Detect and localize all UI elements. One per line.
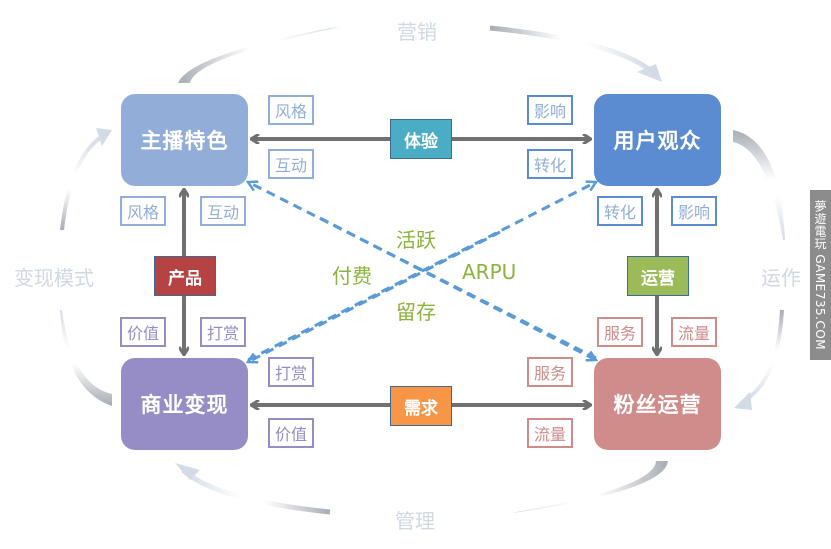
hub-demand[interactable]: 需求 bbox=[390, 386, 452, 426]
hub-product[interactable]: 产品 bbox=[154, 256, 216, 296]
tag-service: 服务 bbox=[527, 357, 573, 387]
tag-influence: 影响 bbox=[671, 196, 717, 226]
tag-tipping: 打赏 bbox=[268, 357, 314, 387]
center-label-paying: 付费 bbox=[332, 264, 372, 288]
node-user-audience[interactable]: 用户观众 bbox=[594, 94, 721, 186]
tag-conversion: 转化 bbox=[527, 149, 573, 179]
node-business-monetization[interactable]: 商业变现 bbox=[121, 358, 248, 450]
watermark: 夢遊電玩 GAME735.COM bbox=[810, 190, 831, 360]
dashed-arrow-audience-to-business bbox=[248, 230, 501, 362]
cycle-arrow-bottom bbox=[175, 461, 668, 515]
tag-service: 服务 bbox=[597, 317, 643, 347]
center-label-arpu: ARPU bbox=[462, 260, 517, 284]
tag-value: 价值 bbox=[120, 317, 166, 347]
cycle-arrow-left bbox=[60, 128, 112, 406]
dashed-arrow-anchor-to-fans bbox=[319, 216, 596, 360]
node-fan-operation-label: 粉丝运营 bbox=[613, 393, 702, 417]
node-fan-operation[interactable]: 粉丝运营 bbox=[594, 358, 721, 450]
cycle-label-marketing: 营销 bbox=[397, 20, 437, 44]
dashed-arrow-business-to-audience bbox=[247, 182, 596, 362]
hub-operation[interactable]: 运营 bbox=[627, 256, 689, 296]
center-label-active: 活跃 bbox=[396, 228, 436, 252]
node-business-monetization-label: 商业变现 bbox=[140, 393, 229, 417]
node-anchor-feature[interactable]: 主播特色 bbox=[121, 94, 248, 186]
tag-interaction: 互动 bbox=[200, 196, 246, 226]
cycle-label-monetization-model: 变现模式 bbox=[14, 266, 94, 290]
tag-traffic: 流量 bbox=[671, 317, 717, 347]
tag-conversion: 转化 bbox=[597, 196, 643, 226]
cycle-arrow-top bbox=[178, 25, 662, 83]
node-user-audience-label: 用户观众 bbox=[613, 129, 702, 153]
cycle-label-operation: 运作 bbox=[761, 266, 801, 290]
cycle-label-management: 管理 bbox=[395, 509, 435, 533]
cycle-arrow-right bbox=[733, 130, 785, 410]
tag-value: 价值 bbox=[268, 418, 314, 448]
center-label-retention: 留存 bbox=[396, 300, 436, 324]
node-anchor-feature-label: 主播特色 bbox=[140, 129, 229, 153]
tag-style: 风格 bbox=[268, 95, 314, 125]
hub-experience[interactable]: 体验 bbox=[390, 119, 452, 159]
tag-tipping: 打赏 bbox=[200, 317, 246, 347]
tag-style: 风格 bbox=[120, 196, 166, 226]
tag-traffic: 流量 bbox=[527, 418, 573, 448]
tag-interaction: 互动 bbox=[268, 149, 314, 179]
tag-influence: 影响 bbox=[527, 95, 573, 125]
